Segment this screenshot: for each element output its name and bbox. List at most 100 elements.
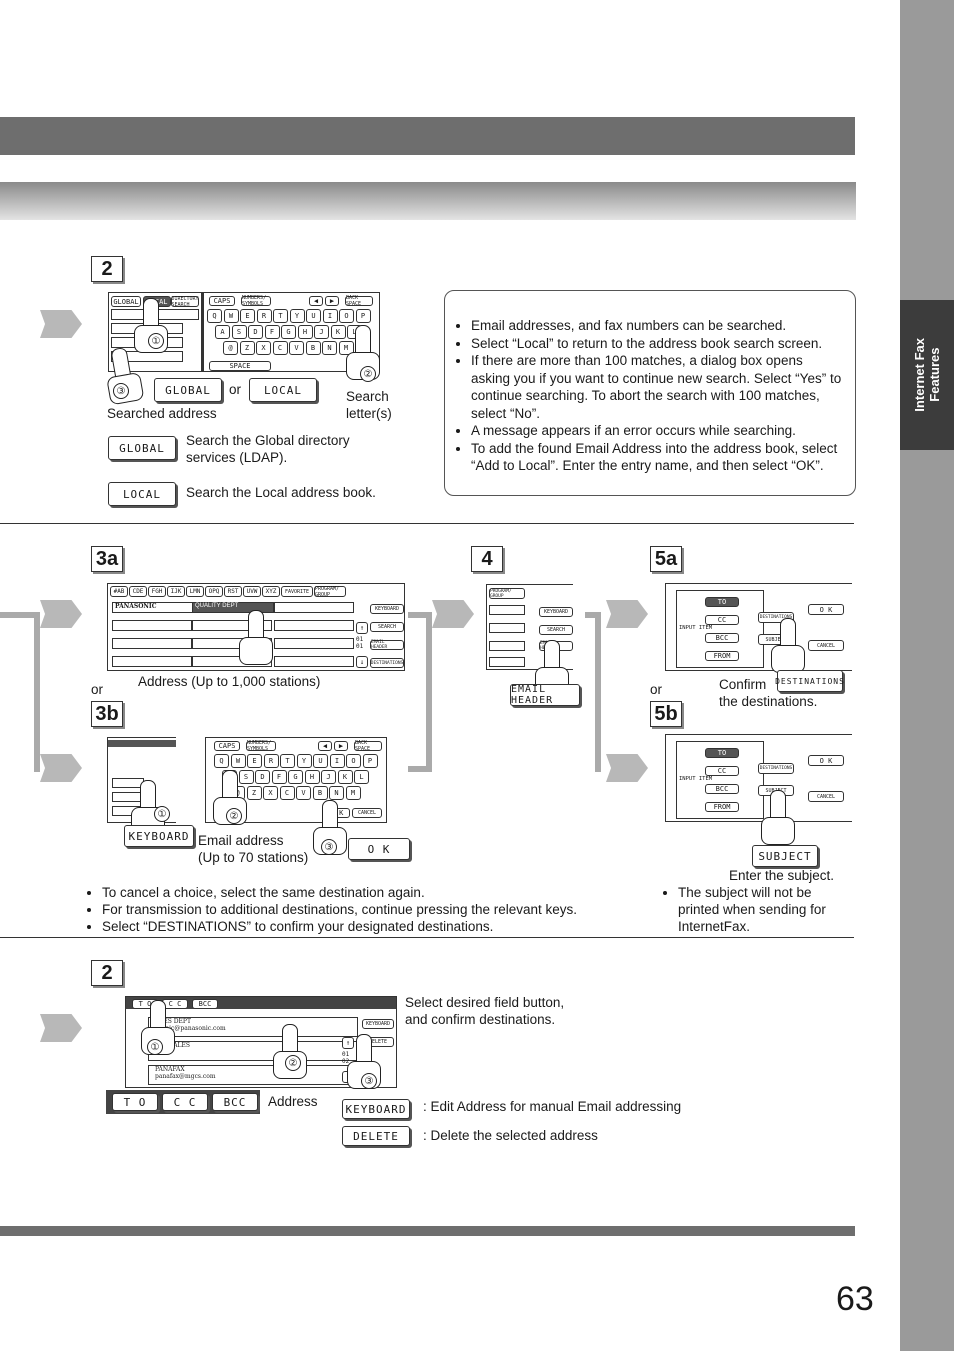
address-entry-selected[interactable]: QUALITY DEPT [192,602,274,613]
search-key[interactable]: SEARCH [539,625,573,635]
from-field-key[interactable]: FROM [705,651,739,661]
numbers-symbols-key[interactable]: NUMBERS/ SYMBOLS [241,295,271,307]
key-x[interactable]: X [256,341,271,355]
cancel-key[interactable]: CANCEL [808,791,844,802]
key-c[interactable]: C [272,341,288,355]
to-field-key[interactable]: TO [705,748,739,758]
tab-uvw[interactable]: UVW [243,586,261,597]
search-key[interactable]: SEARCH [370,622,404,632]
key-u[interactable]: U [306,309,321,323]
bcc-tab-button[interactable]: BCC [212,1093,258,1111]
address-entry[interactable] [112,656,192,667]
key-b[interactable]: B [312,786,328,800]
global-key[interactable]: GLOBAL [111,296,141,307]
bcc-field-key[interactable]: BCC [705,633,739,643]
scroll-up-icon[interactable]: ↑ [342,1037,354,1049]
key-s[interactable]: S [231,325,247,339]
bcc-field-key[interactable]: BCC [705,784,739,794]
key-t[interactable]: T [273,309,288,323]
key-y[interactable]: Y [296,754,312,768]
keyboard-key[interactable]: KEYBOARD [539,607,573,617]
key-w[interactable]: W [230,754,246,768]
global-button[interactable]: GLOBAL [154,378,222,402]
email-header-key[interactable]: EMAIL HEADER [370,640,404,650]
key-r[interactable]: R [256,309,272,323]
tab-ijk[interactable]: IJK [167,586,185,597]
key-o[interactable]: O [339,309,354,323]
key-l[interactable]: L [354,770,369,784]
tab-bcc[interactable]: BCC [192,999,218,1009]
destinations-key[interactable]: DESTINATIONS [758,612,794,623]
address-entry[interactable] [489,605,525,615]
key-h[interactable]: H [304,770,320,784]
address-entry[interactable] [489,641,525,651]
subject-button[interactable]: SUBJECT [752,845,818,867]
caps-key[interactable]: CAPS [209,296,235,306]
key-z[interactable]: Z [246,786,262,800]
address-entry[interactable] [274,638,354,649]
scroll-down-icon[interactable]: ↓ [356,656,368,668]
key-k[interactable]: K [330,325,346,339]
cancel-key[interactable]: CANCEL [808,640,844,651]
address-entry[interactable] [274,620,354,631]
ok-button[interactable]: O K [348,838,410,860]
address-entry[interactable] [112,620,192,631]
key-b[interactable]: B [305,341,321,355]
key-m[interactable]: M [338,341,354,355]
key-t[interactable]: T [280,754,295,768]
key-o[interactable]: O [346,754,361,768]
from-field-key[interactable]: FROM [705,802,739,812]
cc-field-key[interactable]: CC [705,766,739,776]
ok-key[interactable]: O K [808,604,844,615]
left-arrow-key[interactable]: ◀ [318,741,332,751]
key-q[interactable]: Q [214,754,229,768]
key-j[interactable]: J [314,325,329,339]
key-p[interactable]: P [355,309,371,323]
key-d[interactable]: D [255,770,270,784]
key-d[interactable]: D [248,325,263,339]
cc-field-key[interactable]: CC [705,615,739,625]
cc-tab-button[interactable]: C C [162,1093,208,1111]
numbers-symbols-key[interactable]: NUMBERS/ SYMBOLS [246,740,276,752]
keyboard-key[interactable]: KEYBOARD [362,1019,394,1029]
keyboard-button[interactable]: KEYBOARD [124,825,194,847]
key-n[interactable]: N [322,341,337,355]
address-entry[interactable] [489,623,525,633]
tab-xyz[interactable]: XYZ [262,586,280,597]
address-entry[interactable] [274,602,354,613]
key-q[interactable]: Q [207,309,222,323]
destinations-key[interactable]: DESTINATIONS [370,658,404,668]
key-x[interactable]: X [263,786,278,800]
tab-favorite[interactable]: FAVORITE [281,586,313,597]
key-y[interactable]: Y [289,309,305,323]
key-v[interactable]: V [289,341,304,355]
to-field-key[interactable]: TO [705,597,739,607]
key-@[interactable]: @ [223,341,238,355]
key-s[interactable]: S [238,770,254,784]
key-k[interactable]: K [337,770,353,784]
key-c[interactable]: C [279,786,295,800]
key-e[interactable]: E [247,754,262,768]
left-arrow-key[interactable]: ◀ [309,296,323,306]
email-header-button[interactable]: EMAIL HEADER [510,684,580,706]
tab-lmn[interactable]: LMN [186,586,204,597]
key-f[interactable]: F [264,325,280,339]
keyboard-key[interactable]: KEYBOARD [370,604,404,614]
local-button[interactable]: LOCAL [249,378,317,402]
program-group-key[interactable]: PROGRAM/ GROUP [489,588,525,599]
key-i[interactable]: I [329,754,345,768]
address-entry[interactable] [274,656,354,667]
tab-rst[interactable]: RST [224,586,242,597]
address-entry[interactable]: PANASONIC [112,602,194,613]
address-entry[interactable] [489,657,525,667]
key-v[interactable]: V [296,786,311,800]
to-tab-button[interactable]: T O [112,1093,158,1111]
key-i[interactable]: I [322,309,338,323]
destinations-button[interactable]: DESTINATIONS [775,670,844,692]
key-j[interactable]: J [321,770,336,784]
tab-opq[interactable]: OPQ [205,586,223,597]
key-a[interactable]: A [215,325,230,339]
back-space-key[interactable]: BACK SPACE [354,740,382,752]
scroll-up-icon[interactable]: ↑ [356,622,368,634]
